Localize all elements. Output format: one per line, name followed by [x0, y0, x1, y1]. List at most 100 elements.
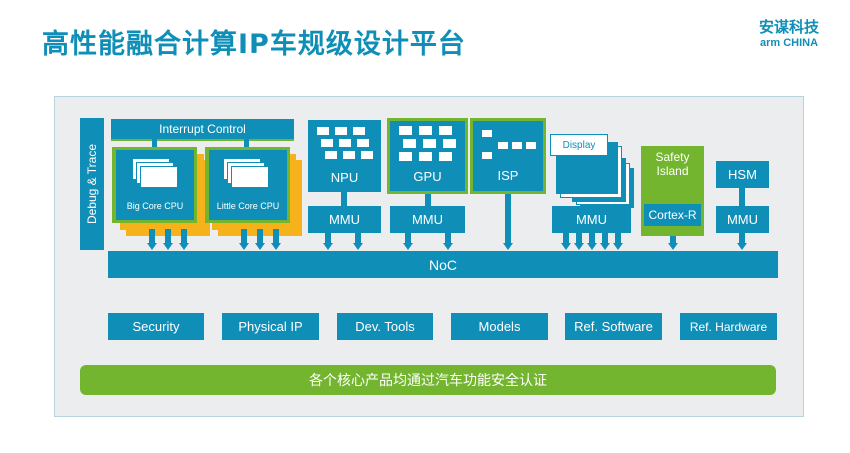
- display-arrow-head-2: [574, 243, 584, 250]
- gpu-cell-icon-7: [398, 151, 413, 162]
- interrupt-control-box: Interrupt Control: [111, 119, 294, 139]
- ref-hardware-label: Ref. Hardware: [689, 319, 768, 334]
- display-arrow-head-3: [587, 243, 597, 250]
- display-box: Display: [550, 134, 608, 156]
- physical-ip-label: Physical IP: [238, 319, 303, 334]
- display-arrow-1: [563, 233, 569, 243]
- big-core-arrow-head-3: [179, 243, 189, 250]
- display-arrow-4: [602, 233, 608, 243]
- npu-arrow-head-2: [353, 243, 363, 250]
- display-arrow-2: [576, 233, 582, 243]
- display-arrow-head-1: [561, 243, 571, 250]
- gpu-arrow-2: [445, 233, 451, 243]
- ref-hardware-box: Ref. Hardware: [680, 313, 777, 340]
- noc-bar: NoC: [108, 251, 778, 278]
- gpu-cell-icon-9: [438, 151, 453, 162]
- safety-island-label: Safety Island: [655, 150, 690, 178]
- certification-label: 各个核心产品均通过汽车功能安全认证: [309, 373, 547, 389]
- npu-cell-icon-9: [360, 150, 374, 160]
- dev-tools-box: Dev. Tools: [337, 313, 433, 340]
- display-label: Display: [562, 139, 596, 151]
- gpu-mmu-label: MMU: [411, 212, 444, 227]
- npu-cell-icon-6: [356, 138, 370, 148]
- npu-arrow-1: [325, 233, 331, 243]
- npu-cell-icon-5: [338, 138, 352, 148]
- npu-arrow-2: [355, 233, 361, 243]
- big-core-chip-icon-3: [140, 166, 178, 188]
- cortex-r-label: Cortex-R: [648, 208, 697, 222]
- big-core-box: Big Core CPU: [116, 150, 194, 220]
- big-core-label: Big Core CPU: [126, 201, 184, 211]
- certification-bar: 各个核心产品均通过汽车功能安全认证: [80, 365, 776, 395]
- little-core-arrow-head-3: [271, 243, 281, 250]
- physical-ip-box: Physical IP: [222, 313, 319, 340]
- gpu-cell-icon-5: [422, 138, 437, 149]
- npu-cell-icon-3: [352, 126, 366, 136]
- interrupt-link-big: [152, 139, 157, 149]
- dev-tools-label: Dev. Tools: [355, 319, 415, 334]
- big-core-arrow-head-2: [163, 243, 173, 250]
- isp-block-icon-2: [497, 141, 509, 150]
- interrupt-control-label: Interrupt Control: [159, 122, 246, 136]
- little-core-arrow-head-2: [255, 243, 265, 250]
- gpu-arrow-1: [405, 233, 411, 243]
- isp-arrow-head: [503, 243, 513, 250]
- hsm-mmu: MMU: [716, 206, 769, 233]
- gpu-box: GPU: [390, 121, 465, 191]
- gpu-cell-icon-3: [438, 125, 453, 136]
- security-box: Security: [108, 313, 204, 340]
- npu-label: NPU: [330, 170, 359, 185]
- page-title: 高性能融合计算IP车规级设计平台: [42, 29, 466, 60]
- hsm-arrow: [739, 233, 745, 243]
- npu-cell-icon-8: [342, 150, 356, 160]
- npu-cell-icon-2: [334, 126, 348, 136]
- safety-island-box: Safety Island Cortex-R: [641, 146, 704, 236]
- little-core-arrow-3: [273, 229, 279, 243]
- gpu-link: [425, 194, 431, 206]
- hsm-arrow-head: [737, 243, 747, 250]
- hsm-label: HSM: [728, 167, 757, 182]
- gpu-cell-icon-6: [442, 138, 457, 149]
- little-core-label: Little Core CPU: [216, 201, 280, 211]
- hsm-mmu-label: MMU: [726, 212, 759, 227]
- display-arrow-5: [615, 233, 621, 243]
- isp-box: ISP: [473, 121, 543, 191]
- logo-en: arm CHINA: [759, 37, 819, 49]
- gpu-cell-icon-4: [402, 138, 417, 149]
- arm-china-logo: 安谋科技 arm CHINA: [744, 16, 834, 49]
- interrupt-link-little: [244, 139, 249, 149]
- npu-box: NPU: [308, 120, 381, 192]
- display-mmu: MMU: [552, 206, 631, 233]
- gpu-cell-icon-2: [418, 125, 433, 136]
- npu-cell-icon: [316, 126, 330, 136]
- big-core-arrow-2: [165, 229, 171, 243]
- safety-arrow-head: [668, 243, 678, 250]
- security-label: Security: [132, 319, 180, 334]
- isp-block-icon-4: [525, 141, 537, 150]
- logo-cn: 安谋科技: [758, 18, 819, 36]
- hsm-box: HSM: [716, 161, 769, 188]
- hsm-link: [739, 188, 745, 206]
- display-arrow-3: [589, 233, 595, 243]
- ref-software-label: Ref. Software: [574, 319, 653, 334]
- isp-block-icon: [481, 129, 493, 138]
- display-mmu-label: MMU: [575, 212, 608, 227]
- big-core-arrow-1: [149, 229, 155, 243]
- display-arrow-head-5: [613, 243, 623, 250]
- gpu-cell-icon-8: [418, 151, 433, 162]
- little-core-arrow-head-1: [239, 243, 249, 250]
- debug-trace-label: Debug & Trace: [85, 143, 100, 225]
- noc-label: NoC: [428, 256, 457, 273]
- gpu-mmu: MMU: [390, 206, 465, 233]
- gpu-arrow-head-1: [403, 243, 413, 250]
- safety-arrow: [670, 236, 676, 243]
- gpu-arrow-head-2: [443, 243, 453, 250]
- isp-block-icon-5: [481, 151, 493, 160]
- models-box: Models: [451, 313, 548, 340]
- isp-block-icon-3: [511, 141, 523, 150]
- debug-trace-bar: Debug & Trace: [80, 118, 104, 250]
- npu-cell-icon-4: [320, 138, 334, 148]
- npu-mmu-label: MMU: [328, 212, 361, 227]
- interrupt-underline: [111, 139, 294, 141]
- big-core-arrow-head-1: [147, 243, 157, 250]
